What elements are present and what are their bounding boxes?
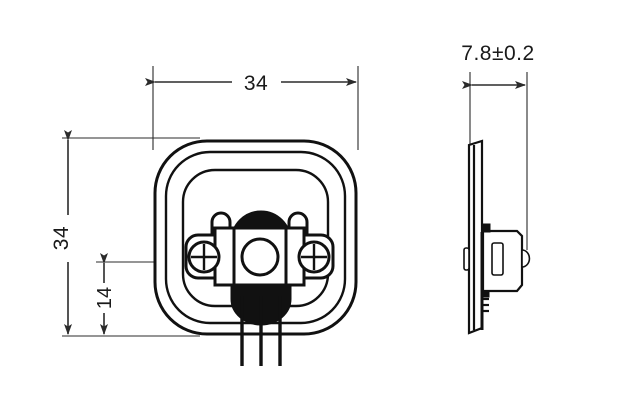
terminal-center-hole	[240, 237, 280, 277]
side-wire-stubs	[483, 297, 489, 313]
side-block-right-tab	[521, 249, 531, 268]
side-block-top-nub	[481, 223, 491, 233]
dimension-height-label: 34	[50, 226, 73, 250]
side-terminal-block	[480, 223, 531, 330]
dimension-terminal-offset-14: 14	[94, 253, 116, 335]
side-plate-left-nub	[463, 247, 470, 271]
dimension-height-34: 34	[50, 130, 73, 335]
dimension-terminal-offset-label: 14	[94, 287, 116, 309]
dimension-thickness-label: 7.8±0.2	[461, 42, 534, 65]
dimension-width-label: 34	[244, 72, 268, 95]
dimension-width-34: 34	[145, 72, 357, 95]
terminal-block	[184, 211, 335, 287]
dimension-thickness: 7.8±0.2	[461, 42, 534, 89]
side-screw-profile	[491, 242, 504, 276]
side-view: 7.8±0.2	[461, 42, 534, 335]
front-view: 34 34 14	[50, 66, 359, 366]
side-plate-profile	[467, 139, 484, 335]
wire-bundle	[240, 296, 282, 366]
